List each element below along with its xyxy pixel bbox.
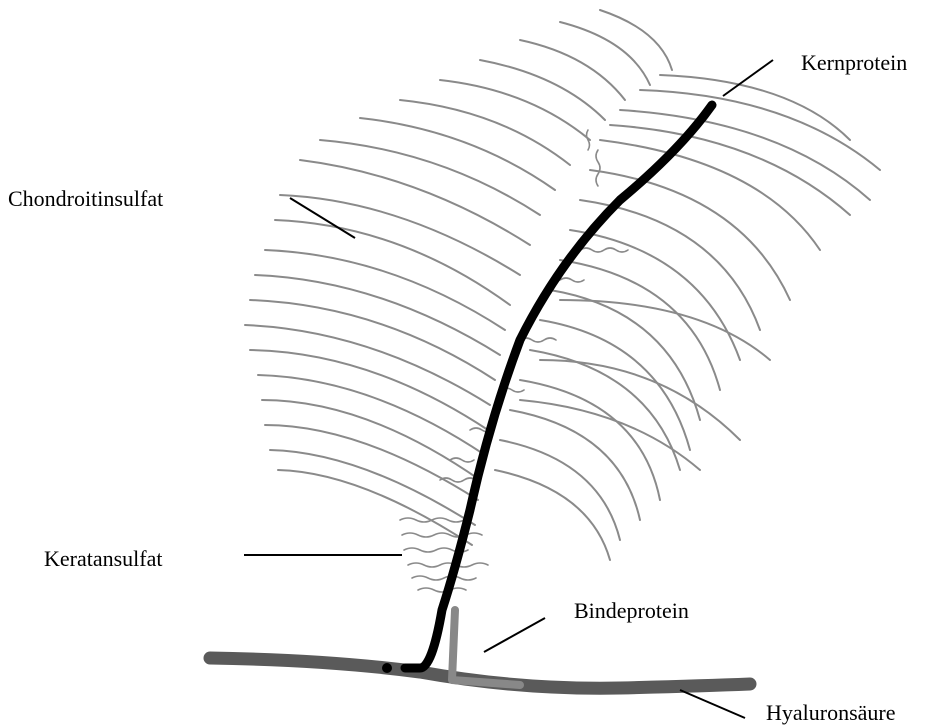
chondroitin-sulfate-strands-left (245, 10, 672, 545)
leader-line-hyaluronic-acid (680, 690, 745, 718)
label-keratan-sulfate: Keratansulfat (44, 548, 163, 570)
leader-line-chondroitin-sulfate (290, 198, 355, 238)
label-hyaluronic-acid: Hyaluronsäure (766, 702, 896, 724)
label-chondroitin-sulfate: Chondroitinsulfat (8, 188, 163, 210)
chondroitin-sulfate-strands-right (495, 75, 880, 560)
core-protein-end-dot (382, 663, 392, 673)
label-link-protein: Bindeprotein (574, 600, 689, 622)
label-core-protein: Kernprotein (801, 52, 907, 74)
leader-line-link-protein (484, 618, 545, 652)
